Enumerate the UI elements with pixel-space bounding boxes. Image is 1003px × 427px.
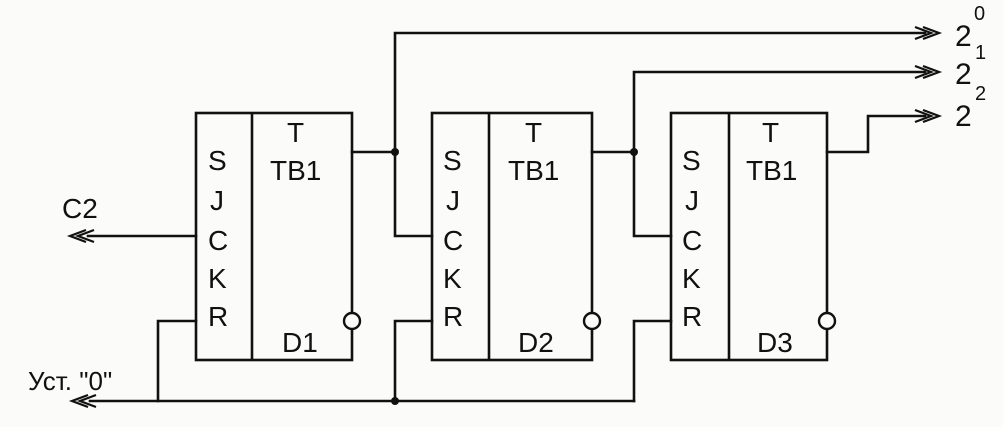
d3-pin-j: J	[685, 185, 699, 216]
wire-reset-d1	[156, 319, 198, 403]
d3-type: T	[762, 117, 779, 148]
arrow-reset-icon	[68, 393, 97, 409]
d3-pin-r: R	[682, 301, 702, 332]
d3-inverted-output	[817, 311, 837, 331]
reset-label: Уст. "0"	[28, 366, 112, 396]
d1-type: T	[287, 117, 304, 148]
d1-pin-s: S	[208, 145, 227, 176]
junction-d2-q	[630, 148, 638, 156]
d2-model: ТВ1	[508, 155, 559, 186]
c2-input-label: C2	[62, 193, 98, 224]
junction-reset-d2	[391, 397, 399, 405]
wire-d2-q-to-d3-c	[590, 150, 673, 238]
wire-d1-q-to-out0	[393, 31, 927, 154]
d1-pin-r: R	[208, 301, 228, 332]
arrow-out0-icon	[914, 25, 943, 41]
d3-pin-c: C	[682, 225, 702, 256]
d3-pin-k: K	[682, 263, 701, 294]
out1-base: 2	[955, 58, 972, 91]
out2-base: 2	[955, 100, 972, 133]
d3-label: D3	[757, 327, 793, 358]
d2-inverted-output	[582, 311, 602, 331]
d2-label: D2	[518, 327, 554, 358]
d1-inverted-output	[342, 311, 362, 331]
d2-type: T	[525, 117, 542, 148]
wire-reset-d3	[632, 319, 673, 403]
output-labels: 2 0 2 1 2 2	[955, 3, 986, 133]
arrow-out2-icon	[914, 108, 943, 124]
out0-base: 2	[955, 20, 972, 53]
d2-pin-j: J	[446, 185, 460, 216]
d3-pin-s: S	[682, 145, 701, 176]
wire-reset-d2	[393, 319, 434, 403]
d2-pin-r: R	[443, 301, 463, 332]
out2-exp: 2	[975, 83, 986, 105]
out0-exp: 0	[974, 3, 985, 25]
d1-pin-k: K	[208, 263, 227, 294]
arrowheads	[66, 25, 943, 409]
junction-d1-q	[391, 148, 399, 156]
arrow-out1-icon	[914, 64, 943, 80]
d2-pin-k: K	[443, 263, 462, 294]
wiring	[86, 31, 927, 405]
flipflop-d2: S J C K R T ТВ1 D2	[430, 111, 602, 362]
d1-label: D1	[282, 327, 318, 358]
flipflop-d3: S J C K R T ТВ1 D3	[669, 111, 837, 362]
wire-d3-q-to-out2	[825, 114, 927, 154]
arrow-c2-icon	[66, 228, 95, 244]
wire-d2-q-to-out1	[632, 70, 927, 154]
d2-pin-s: S	[443, 145, 462, 176]
wire-d1-q-to-d2-c	[350, 150, 434, 238]
out1-exp: 1	[975, 42, 986, 64]
d1-pin-c: C	[208, 225, 228, 256]
d1-pin-j: J	[210, 185, 224, 216]
d2-pin-c: C	[443, 225, 463, 256]
flipflop-d1: S J C K R T ТВ1 D1	[194, 111, 362, 362]
d3-model: ТВ1	[746, 155, 797, 186]
d1-model: ТВ1	[270, 155, 321, 186]
